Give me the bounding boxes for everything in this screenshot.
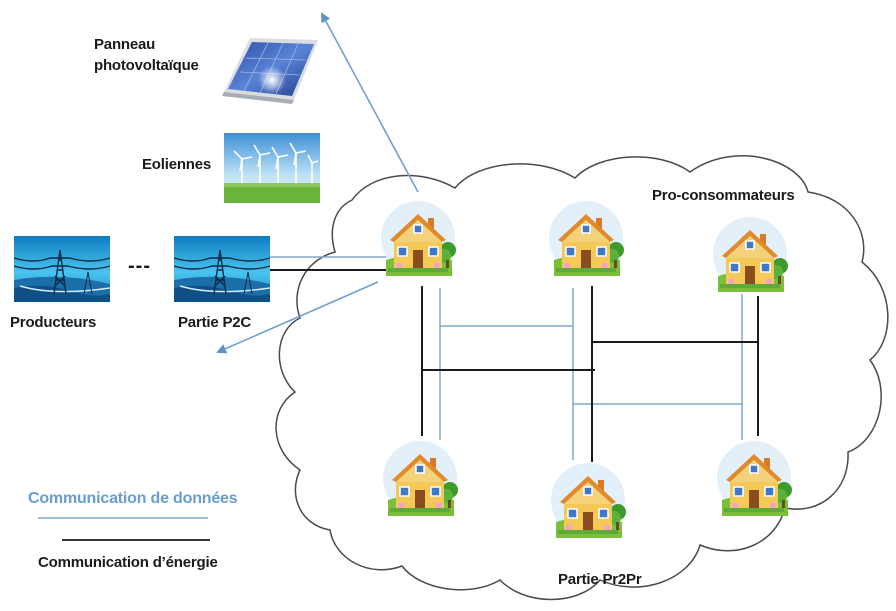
power-pylon-icon: [13, 235, 111, 303]
legend-data-label: Communication de données: [28, 490, 238, 507]
solar-panel-label: Panneau photovoltaïque: [94, 34, 199, 76]
prosumers-label: Pro-consommateurs: [652, 187, 795, 204]
solar-panel-icon: [222, 38, 318, 104]
pr2pr-party-label: Partie Pr2Pr: [558, 571, 642, 588]
ellipsis-label: ---: [128, 255, 151, 277]
wind-turbine-icon: [224, 133, 320, 203]
p2c-party-label: Partie P2C: [178, 314, 252, 331]
solar-panel-label-line2: photovoltaïque: [94, 57, 199, 74]
solar-panel-label-line1: Panneau: [94, 36, 156, 53]
arrow-to-producers: [216, 281, 379, 354]
wind-turbines-label: Eoliennes: [142, 156, 212, 173]
data-links: [270, 256, 743, 460]
arrow-to-solar: [321, 12, 419, 193]
power-pylon-icon: [173, 235, 271, 303]
producers-label: Producteurs: [10, 314, 97, 331]
energy-links: [270, 269, 759, 462]
legend-energy-label: Communication d’énergie: [38, 554, 218, 571]
